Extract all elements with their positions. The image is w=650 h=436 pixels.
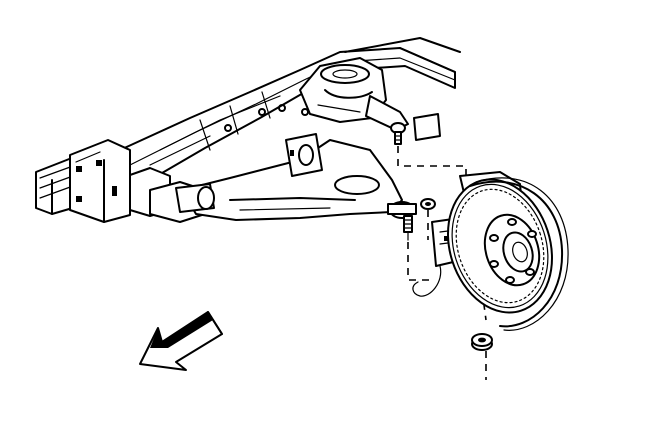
wheel-hub-studs xyxy=(483,213,541,287)
lower-ball-joint xyxy=(387,201,417,241)
direction-arrow xyxy=(139,311,223,371)
retaining-nut xyxy=(420,198,493,351)
upper-ball-joint xyxy=(390,122,406,145)
frame-rail xyxy=(35,37,461,223)
lower-control-arm xyxy=(175,133,403,221)
upper-control-arm xyxy=(299,57,441,141)
